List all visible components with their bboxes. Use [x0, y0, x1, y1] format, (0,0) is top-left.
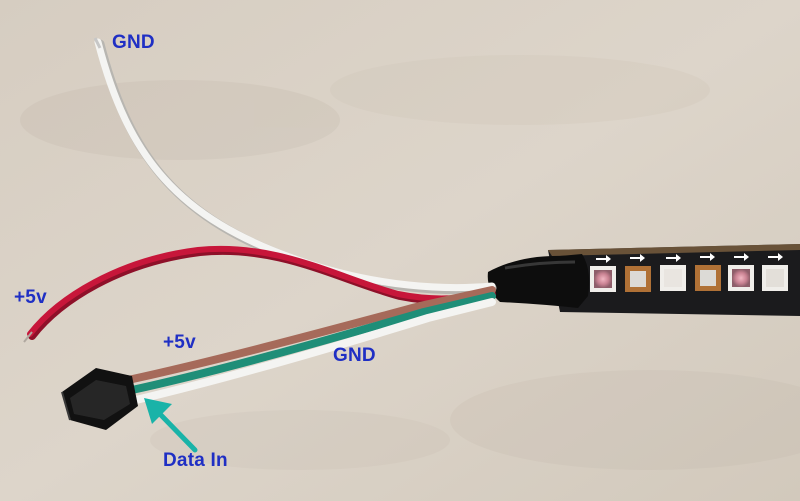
arrow-up-left-icon	[144, 398, 198, 453]
label-plus5v-connector: +5v	[163, 332, 196, 353]
led-strip	[548, 244, 800, 316]
arrow-right-icon	[596, 253, 783, 263]
led-chips	[590, 265, 788, 292]
wire-red-tip	[23, 331, 33, 343]
label-gnd-middle: GND	[333, 345, 376, 366]
label-gnd-top: GND	[112, 32, 155, 53]
connector-ribbon	[124, 286, 496, 404]
wire-white-tip	[93, 37, 102, 49]
label-plus5v-left: +5v	[14, 287, 47, 308]
jst-connector	[61, 368, 138, 430]
surface-texture	[20, 55, 800, 470]
heatshrink-sleeve	[487, 254, 590, 308]
wire-red-5v	[27, 245, 495, 337]
label-data-in: Data In	[163, 450, 228, 471]
